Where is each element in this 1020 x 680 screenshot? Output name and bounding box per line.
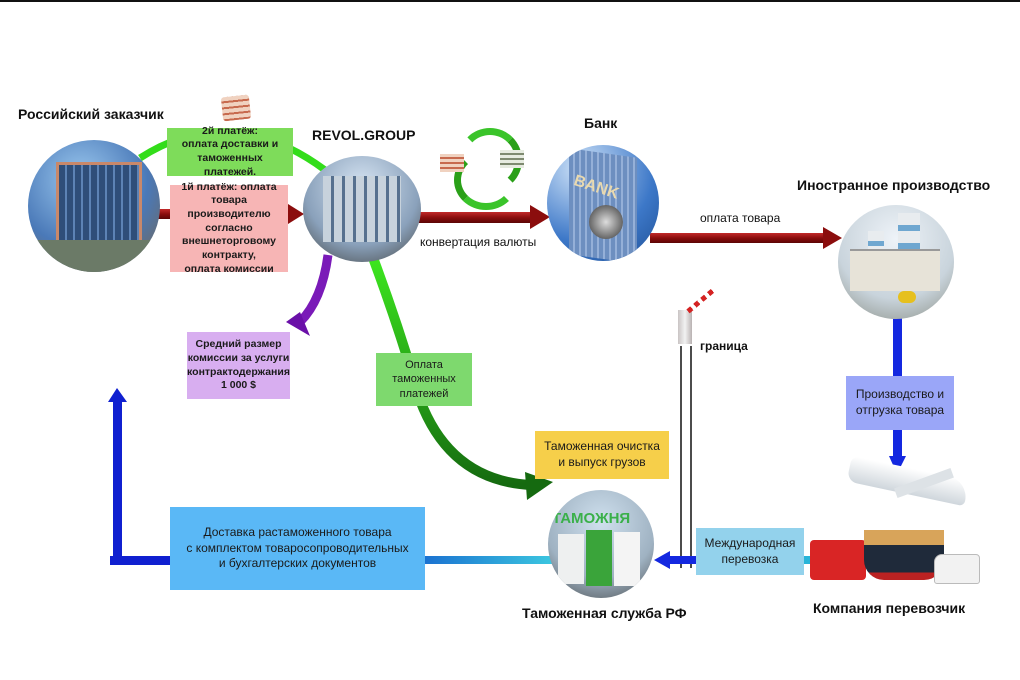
- top-border-line: [0, 0, 1020, 2]
- border-label: граница: [700, 339, 748, 353]
- customs-trucks-image: ТАМОЖНЯ: [548, 490, 654, 598]
- production-box: Производство и отгрузка товара: [846, 376, 954, 430]
- goods-payment-label: оплата товара: [700, 211, 781, 225]
- line-delivery: [420, 556, 555, 564]
- arrow-intl-transport: [668, 556, 698, 564]
- money-stack-icon: [220, 94, 252, 122]
- barrier-gate-icon: [676, 287, 716, 346]
- intl-transport-box: Международная перевозка: [696, 528, 804, 575]
- airplane-icon: [846, 455, 970, 507]
- delivery-box: Доставка растаможенного товара с комплек…: [170, 507, 425, 590]
- second-payment-box: 2й платёж: оплата доставки и таможенных …: [167, 125, 293, 178]
- node-title-customer: Российский заказчик: [18, 106, 164, 122]
- customer-building-image: [28, 140, 160, 272]
- revol-building-image: [303, 156, 421, 262]
- first-payment-box: 1й платёж: оплата товара производителю с…: [170, 181, 288, 275]
- node-title-revol: REVOL.GROUP: [312, 127, 416, 143]
- node-title-carrier: Компания перевозчик: [813, 600, 966, 616]
- arrow-goods-payment: [650, 233, 825, 243]
- bank-tower-image: BANK: [547, 145, 659, 261]
- node-title-foreign: Иностранное производство: [797, 177, 991, 193]
- arrow-return-left: [110, 556, 174, 565]
- customs-clearance-box: Таможенная очистка и выпуск грузов: [535, 431, 669, 479]
- customs-sign: ТАМОЖНЯ: [552, 510, 631, 527]
- arrow-conversion: [392, 212, 532, 223]
- truck-icon: [810, 540, 866, 580]
- van-icon: [934, 554, 980, 584]
- ship-icon: [864, 530, 944, 580]
- arrow-commission: [296, 254, 333, 326]
- customs-payment-box: Оплата таможенных платежей: [376, 353, 472, 406]
- conversion-label: конвертация валюты: [420, 235, 537, 249]
- node-title-bank: Банк: [584, 115, 618, 131]
- commission-box: Средний размер комиссии за услуги контра…: [187, 332, 290, 399]
- transport-image: [808, 455, 988, 590]
- node-title-customs: Таможенная служба РФ: [522, 605, 687, 621]
- factory-image: [838, 205, 954, 319]
- arrow-return-up: [113, 400, 122, 565]
- safe-dial-icon: [589, 205, 623, 239]
- currency-exchange-icon: [440, 128, 524, 210]
